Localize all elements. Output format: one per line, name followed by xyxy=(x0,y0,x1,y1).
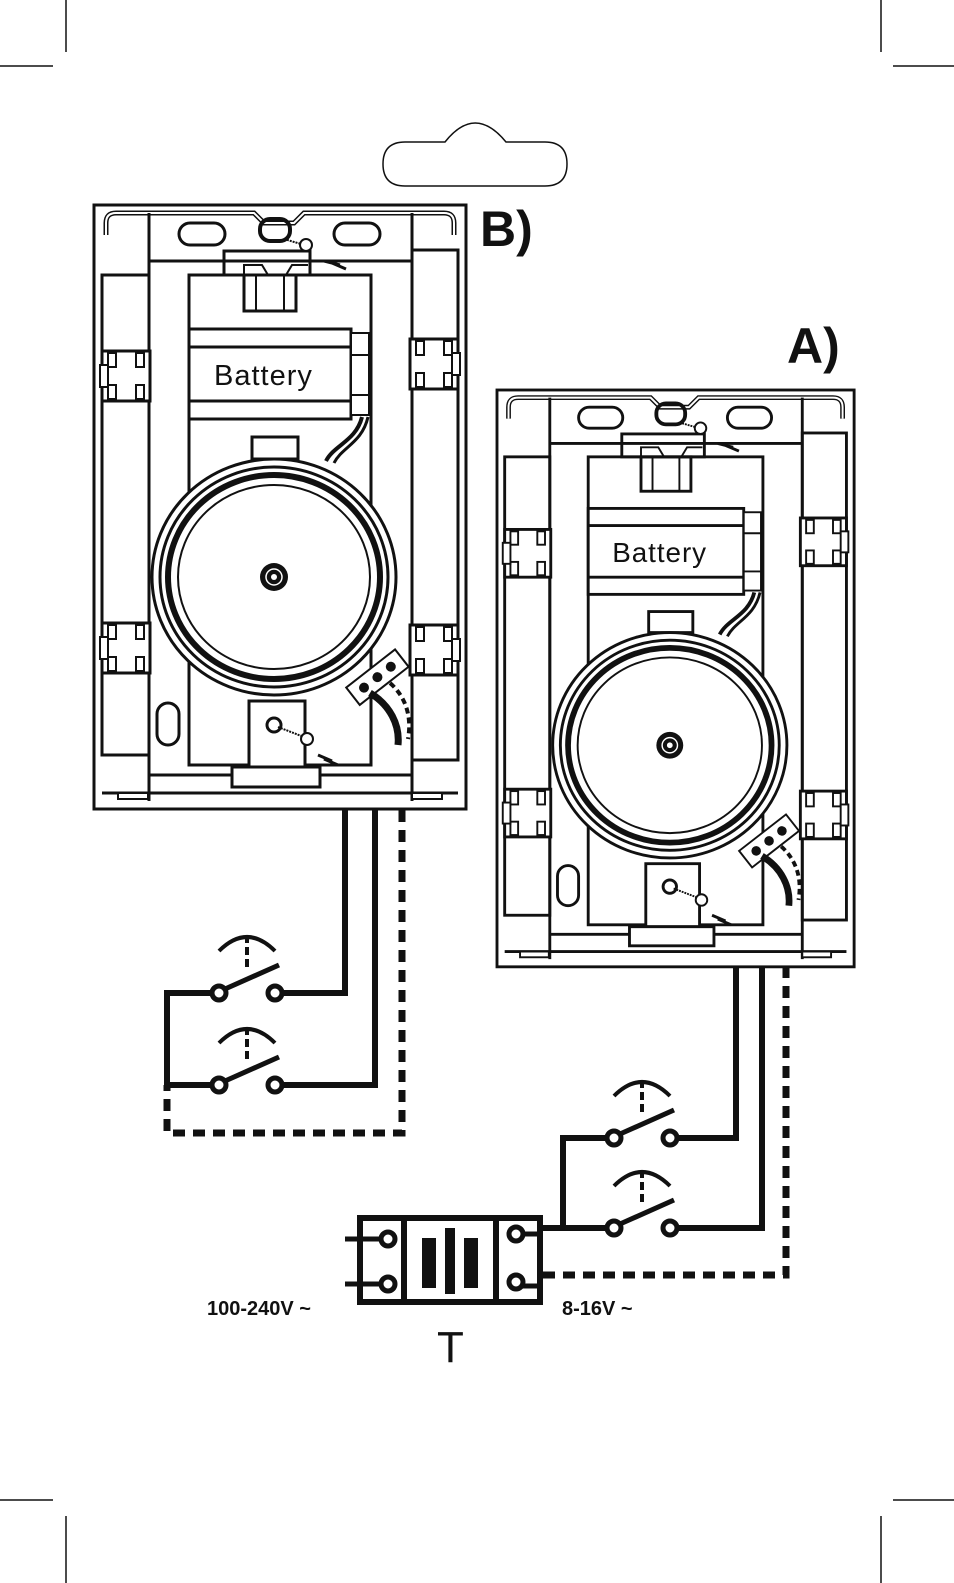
unit-label-b: B) xyxy=(480,201,533,257)
push-button-b1 xyxy=(212,935,282,1000)
battery-label-a: Battery xyxy=(612,537,707,568)
push-button-b2 xyxy=(212,1027,282,1092)
battery-label-b: Battery xyxy=(214,360,313,392)
transformer xyxy=(345,1218,540,1302)
output-voltage-label: 8-16V ~ xyxy=(562,1298,633,1320)
push-button-a2 xyxy=(607,1170,677,1235)
unit-label-a: A) xyxy=(787,318,840,374)
hang-tab-outline xyxy=(383,123,567,186)
chime-unit-a: Battery xyxy=(497,390,854,967)
chime-unit-b: Battery xyxy=(94,205,466,809)
wiring-b xyxy=(167,810,402,1133)
transformer-label: T xyxy=(437,1323,464,1372)
push-button-a1 xyxy=(607,1080,677,1145)
input-voltage-label: 100-240V ~ xyxy=(207,1298,311,1320)
